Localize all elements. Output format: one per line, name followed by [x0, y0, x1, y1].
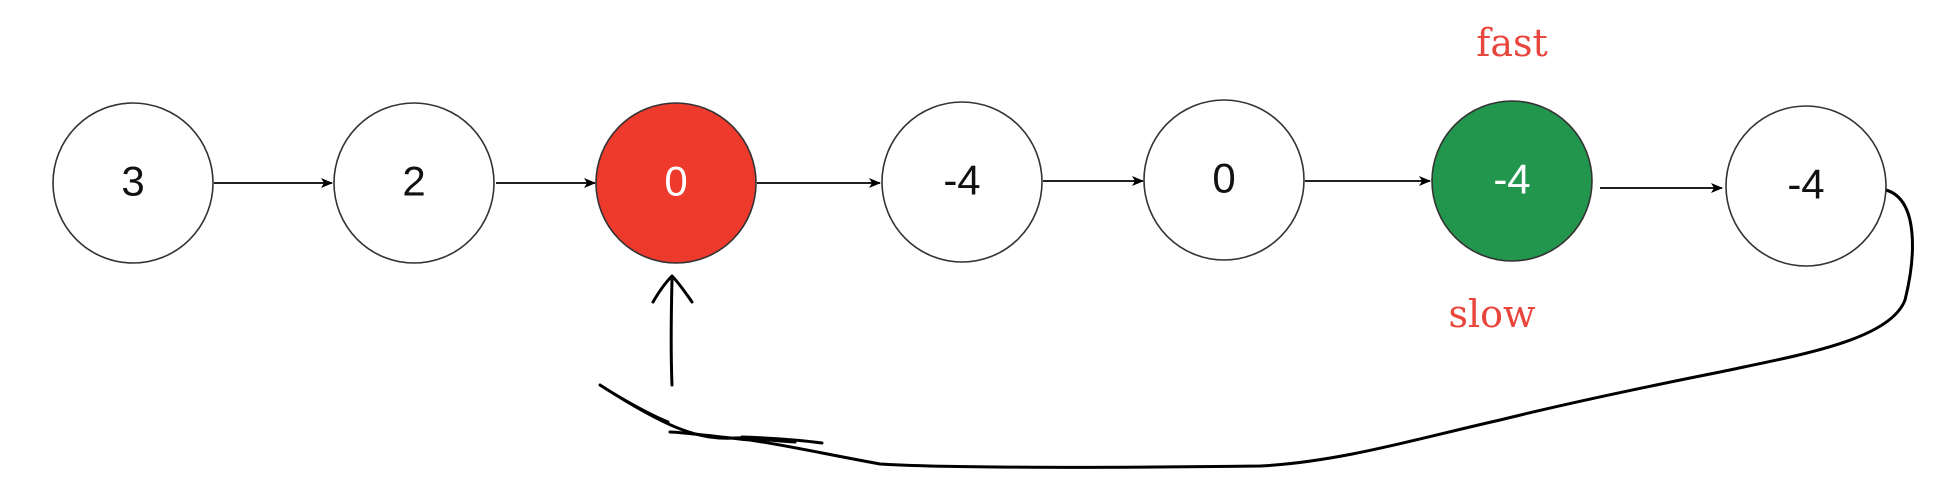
list-node-1: 2: [333, 102, 495, 264]
node-circle-6: [1725, 105, 1887, 267]
node-label-1: 2: [402, 158, 425, 205]
cycle-curve: [668, 188, 1914, 469]
nodes: 3 2 0 -4 0 -4 -4: [52, 99, 1887, 267]
fast-pointer-label: fast: [1476, 21, 1548, 65]
list-node-3: -4: [881, 101, 1043, 263]
edges: [214, 176, 1723, 193]
node-circle-0: [52, 102, 214, 264]
cycle-arrow-head: [651, 274, 694, 304]
node-label-0: 3: [121, 158, 144, 205]
node-circle-1: [333, 102, 495, 264]
node-label-2: 0: [664, 158, 687, 205]
list-node-2: 0: [595, 102, 757, 264]
node-label-3: -4: [943, 157, 980, 204]
cycle-tail: [598, 383, 824, 445]
list-node-5: -4: [1431, 100, 1593, 262]
list-node-0: 3: [52, 102, 214, 264]
slow-pointer-label: slow: [1448, 292, 1536, 336]
node-circle-4: [1143, 99, 1305, 261]
node-circle-3: [881, 101, 1043, 263]
node-label-4: 0: [1212, 155, 1235, 202]
node-circle-5: [1431, 100, 1593, 262]
node-circle-2: [595, 102, 757, 264]
cycle-edge: [598, 188, 1914, 469]
list-node-4: 0: [1143, 99, 1305, 261]
cycle-arrow-shaft: [669, 278, 674, 387]
list-node-6: -4: [1725, 105, 1887, 267]
node-label-5: -4: [1493, 156, 1530, 203]
node-label-6: -4: [1787, 161, 1824, 208]
